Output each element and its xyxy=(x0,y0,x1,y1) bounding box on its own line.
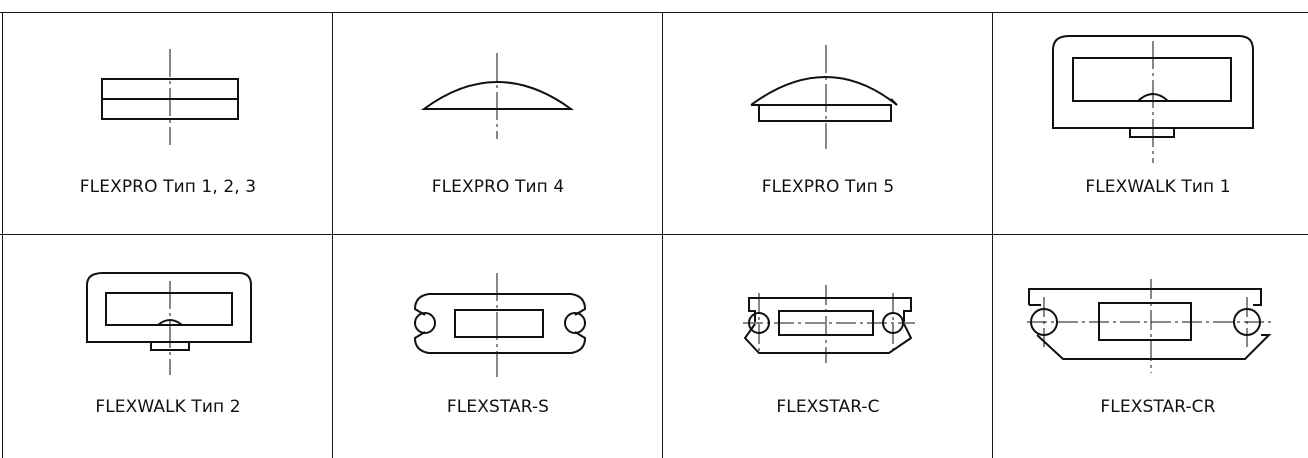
cell-label: FLEXSTAR-S xyxy=(446,397,550,417)
cell-label: FLEXPRO Тип 1, 2, 3 xyxy=(79,177,257,197)
cell-label: FLEXWALK Тип 1 xyxy=(1085,177,1231,197)
cell-label: FLEXPRO Тип 5 xyxy=(761,177,895,197)
flat-rectangle-profile-icon xyxy=(101,49,239,145)
cell-label: FLEXWALK Тип 2 xyxy=(95,397,241,417)
dome-profile-icon xyxy=(420,53,575,139)
walk-frame-small-profile-icon xyxy=(86,272,252,375)
table-left-border xyxy=(2,12,3,458)
star-s-profile-icon xyxy=(413,273,587,377)
cell-label: FLEXSTAR-C xyxy=(776,397,880,417)
cell-label: FLEXSTAR-CR xyxy=(1100,397,1216,417)
table-cell-flexpro-5: FLEXPRO Тип 5 xyxy=(663,13,993,235)
star-cr-profile-icon xyxy=(1027,279,1273,373)
table-column-divider xyxy=(332,12,333,458)
table-cell-flexstar-s: FLEXSTAR-S xyxy=(333,235,663,457)
table-cell-flexwalk-2: FLEXWALK Тип 2 xyxy=(3,235,333,457)
table-cell-flexpro-1-2-3: FLEXPRO Тип 1, 2, 3 xyxy=(3,13,333,235)
table-cell-flexpro-4: FLEXPRO Тип 4 xyxy=(333,13,663,235)
table-cell-flexstar-cr: FLEXSTAR-CR xyxy=(993,235,1308,457)
table-row-divider xyxy=(0,234,1308,235)
table-cell-flexwalk-1: FLEXWALK Тип 1 xyxy=(993,13,1308,235)
walk-frame-profile-icon xyxy=(1052,35,1254,163)
table-column-divider xyxy=(662,12,663,458)
dome-on-base-profile-icon xyxy=(750,45,898,149)
table-column-divider xyxy=(992,12,993,458)
star-c-profile-icon xyxy=(743,285,915,363)
cell-label: FLEXPRO Тип 4 xyxy=(431,177,565,197)
table-top-border xyxy=(0,12,1308,13)
table-cell-flexstar-c: FLEXSTAR-C xyxy=(663,235,993,457)
